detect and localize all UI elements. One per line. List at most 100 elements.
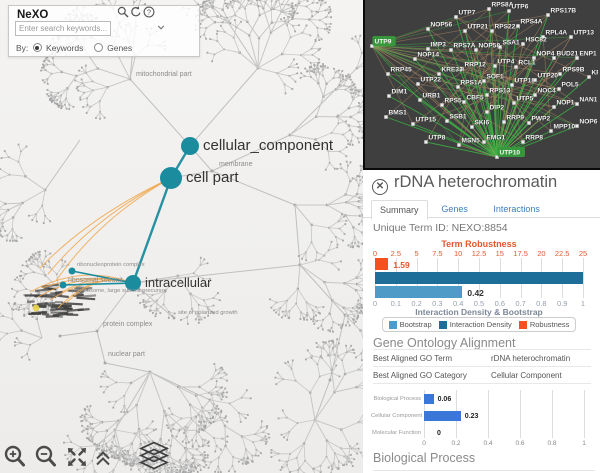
gene-node-label[interactable]: NAN1 <box>580 97 598 104</box>
gene-node-label[interactable]: RRP8 <box>526 135 544 142</box>
radio-keywords[interactable] <box>32 43 42 53</box>
gene-node-label[interactable]: SSB1 <box>450 114 468 121</box>
gene-node-label[interactable]: SOF1 <box>487 74 505 81</box>
fit-to-screen-button[interactable] <box>66 446 88 468</box>
search-icon[interactable] <box>117 6 129 18</box>
gene-node-label[interactable]: POL5 <box>562 82 580 89</box>
gene-node-label[interactable]: RPS5 <box>445 98 463 105</box>
tab-interactions[interactable]: Interactions <box>493 204 540 214</box>
gene-node-label[interactable]: RRP45 <box>391 67 413 74</box>
search-input[interactable] <box>15 21 111 36</box>
gene-node-label[interactable]: RPS13 <box>490 88 511 95</box>
gene-node-label[interactable]: RPS9B <box>563 67 585 74</box>
gene-node-label[interactable]: UTP7 <box>459 10 476 17</box>
layers-button[interactable] <box>138 441 170 471</box>
radio-genes-label[interactable]: Genes <box>107 42 133 53</box>
gene-node-label[interactable]: KRE33 <box>442 67 464 74</box>
gene-node-label[interactable]: RPS8A <box>492 2 514 9</box>
gene-node-label[interactable]: BMS1 <box>389 110 408 117</box>
gene-node-label[interactable]: EMG1 <box>487 135 506 142</box>
chevron-down-icon[interactable] <box>157 24 165 31</box>
zoom-out-button[interactable] <box>34 444 58 470</box>
gene-node-label[interactable]: SKI6 <box>475 120 490 127</box>
close-icon[interactable]: ✕ <box>372 179 388 195</box>
gene-node-label[interactable]: UTP15 <box>416 117 437 124</box>
gene-node-label[interactable]: UTP13 <box>574 30 595 37</box>
gene-node-label[interactable]: RRP12 <box>465 62 487 69</box>
gene-node-label[interactable]: UTP9 <box>375 39 392 46</box>
tab-summary[interactable]: Summary <box>371 200 428 220</box>
gene-node-label[interactable]: UTP18 <box>515 78 536 85</box>
gene-node-label[interactable]: RPS4A <box>521 19 543 26</box>
gene-node-label[interactable]: UTP22 <box>421 77 442 84</box>
gene-node-label[interactable]: DIM1 <box>392 89 408 96</box>
gene-node-label[interactable]: RPS7A <box>454 43 476 50</box>
gene-node-label[interactable]: UTP5 <box>517 96 534 103</box>
gene-node-label[interactable]: KRR1 <box>592 70 600 77</box>
tree-term-label[interactable]: nuclear part <box>108 351 145 358</box>
gene-node-label[interactable]: NOC4 <box>538 88 557 95</box>
tree-term-label[interactable]: mitochondrial part <box>136 71 192 78</box>
gene-node-label[interactable]: NOP56 <box>431 22 453 29</box>
gene-node-label[interactable]: SSA1 <box>503 40 521 47</box>
tree-term-label[interactable]: protein complex <box>103 321 153 328</box>
tree-term-label[interactable]: site of polarized growth <box>178 310 238 316</box>
term-node-label[interactable]: intracellular <box>145 274 212 290</box>
gene-node-label[interactable]: RPS1A <box>461 80 483 87</box>
gene-node-label[interactable]: RCL1 <box>519 60 537 67</box>
gene-node-label[interactable]: NOP6 <box>580 119 598 126</box>
gene-node-label[interactable]: RPL4A <box>546 30 568 37</box>
tab-genes[interactable]: Genes <box>441 204 468 214</box>
gene-node-label[interactable]: MPP10 <box>554 124 576 131</box>
collapse-button[interactable] <box>95 450 111 467</box>
go-category-label: Cellular Component <box>371 413 423 419</box>
tree-term-label[interactable]: preribosome, large subunit precursor <box>72 288 167 294</box>
gene-node-label[interactable]: BUD21 <box>557 51 579 58</box>
help-icon[interactable]: ? <box>143 6 155 18</box>
refresh-icon[interactable] <box>130 6 142 18</box>
gene-node-label[interactable]: RPS22A <box>495 24 521 31</box>
bar-value-label: 1.59 <box>393 260 410 270</box>
svg-text:DIM1: DIM1 <box>392 89 408 96</box>
gene-node-label[interactable]: UTP6 <box>512 4 529 11</box>
gene-node-label[interactable]: RPS17B <box>551 8 577 15</box>
gene-node-label[interactable]: NOP1 <box>557 100 575 107</box>
term-node-label[interactable]: cell part <box>186 168 239 186</box>
gene-node-label[interactable]: UTP21 <box>468 24 489 31</box>
gene-node-label[interactable]: IMP3 <box>431 42 447 49</box>
gene-node-label[interactable]: UTP20 <box>538 73 559 80</box>
gene-node-label[interactable]: PWP2 <box>532 116 551 123</box>
gene-node-label[interactable]: UTP10 <box>500 150 521 157</box>
radio-keywords-label[interactable]: Keywords <box>46 42 84 53</box>
tree-term-label[interactable]: ribosomal subunit <box>68 277 123 284</box>
top-axis-tick: 22.5 <box>554 249 570 258</box>
gene-node-label[interactable]: NOP14 <box>418 52 440 59</box>
gene-node-label[interactable]: ENP1 <box>580 51 598 58</box>
gene-node-label[interactable]: DIP2 <box>490 105 505 112</box>
bottom-axis-tick: 0.4 <box>452 299 464 308</box>
tree-term-label[interactable]: membrane <box>219 161 253 168</box>
radio-genes[interactable] <box>93 43 103 53</box>
term-node-label[interactable]: cellular_component <box>203 136 334 154</box>
gene-node-label[interactable]: RRP9 <box>507 115 525 122</box>
bottom-axis-tick: 0.1 <box>390 299 402 308</box>
gene-node-label[interactable]: MSN5 <box>462 138 481 145</box>
svg-text:NOC4: NOC4 <box>538 88 557 95</box>
gene-node-label[interactable]: UTP8 <box>429 135 446 142</box>
gene-node-label[interactable]: CBF5 <box>467 95 485 102</box>
svg-text:RCL1: RCL1 <box>519 60 537 67</box>
svg-text:NOP6: NOP6 <box>580 119 598 126</box>
gene-node-label[interactable]: URB1 <box>423 93 441 100</box>
zoom-in-button[interactable] <box>3 444 27 470</box>
tree-term-label[interactable]: ribonucleoprotein complex <box>77 262 145 268</box>
svg-text:RPS8A: RPS8A <box>492 2 514 9</box>
gene-node-label[interactable]: UTP4 <box>498 59 515 66</box>
gene-node-label[interactable]: HSC82 <box>526 37 548 44</box>
gene-node-label[interactable]: NOP58 <box>479 43 501 50</box>
gene-node-label[interactable]: NOP4 <box>537 51 555 58</box>
